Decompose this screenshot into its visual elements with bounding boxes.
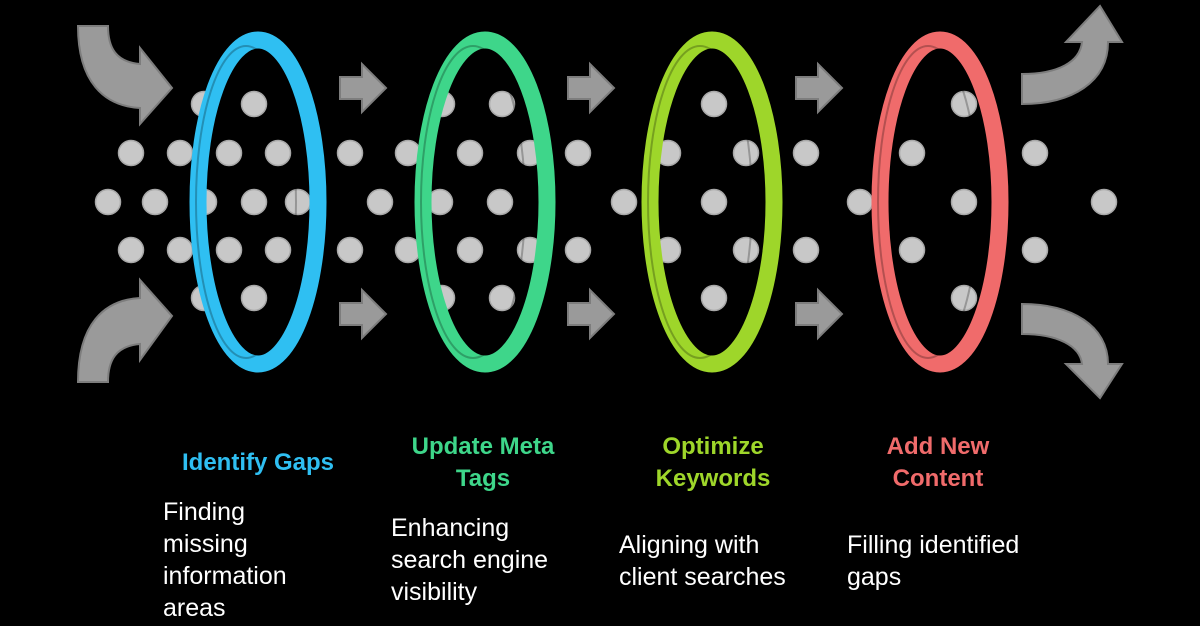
particle-dot (240, 284, 268, 312)
stage-description-update-meta-tags: Enhancing search engine visibility (391, 512, 581, 608)
particle-dot (610, 188, 638, 216)
particle-dot (366, 188, 394, 216)
description-line: gaps (847, 563, 902, 591)
filter-ring-inner-edge (195, 45, 297, 359)
particle-dot (141, 188, 169, 216)
particle-dot (488, 284, 516, 312)
stage-title-identify-gaps: Identify Gaps (153, 447, 363, 479)
description-line: client searches (619, 563, 786, 591)
filter-ring (871, 31, 1009, 373)
stage-description-identify-gaps: Finding missing information areas (163, 496, 338, 624)
curved-arrow-out-down-icon (1021, 302, 1124, 400)
description-line: Enhancing (391, 514, 510, 542)
description-line: Aligning with (619, 531, 760, 559)
particle-dot (898, 139, 926, 167)
right-arrow-icon (795, 61, 844, 115)
stage-description-optimize-keywords: Aligning with client searches (619, 529, 819, 593)
description-line: areas (163, 594, 226, 622)
particle-dot (166, 236, 194, 264)
particle-dot (700, 188, 728, 216)
particle-dot (792, 139, 820, 167)
particle-dot (336, 139, 364, 167)
stage-title-line: Add New (886, 433, 990, 460)
particle-dot (215, 236, 243, 264)
particle-dot (166, 139, 194, 167)
particle-dot (1090, 188, 1118, 216)
description-line: Filling identified (847, 531, 1020, 559)
particle-dot (732, 236, 760, 264)
particle-dot (264, 139, 292, 167)
particle-dot (950, 90, 978, 118)
right-arrow-icon (795, 287, 844, 341)
curved-arrow-in-bottom-icon (76, 277, 174, 383)
description-line: information (163, 562, 287, 590)
filter-ring-inner-edge (647, 45, 753, 359)
particle-dot (1021, 139, 1049, 167)
right-arrow-icon (567, 287, 616, 341)
stage-title-line: Optimize (662, 433, 764, 460)
description-line: Finding (163, 498, 245, 526)
particle-dot (564, 236, 592, 264)
right-arrow-icon (339, 61, 388, 115)
particle-dot (792, 236, 820, 264)
particle-dot (898, 236, 926, 264)
particle-dot (240, 188, 268, 216)
particle-dot (564, 139, 592, 167)
particle-dot (117, 236, 145, 264)
right-arrow-icon (339, 287, 388, 341)
filter-ring (189, 31, 327, 373)
particle-dot (264, 236, 292, 264)
filter-ring (641, 31, 783, 373)
stage-title-line: Keywords (655, 465, 771, 492)
stage-title-line: Content (892, 465, 984, 492)
stage-title-optimize-keywords: Optimize Keywords (608, 431, 818, 495)
particle-dot (950, 188, 978, 216)
particle-dot (117, 139, 145, 167)
description-line: search engine (391, 546, 549, 574)
particle-dot (284, 188, 312, 216)
particle-dot (336, 236, 364, 264)
filter-ring (414, 31, 556, 373)
description-line: missing (163, 530, 248, 558)
particle-dot (950, 284, 978, 312)
particle-dot (456, 139, 484, 167)
stage-title-line: Update Meta (411, 433, 555, 460)
stage-title-line: Tags (455, 465, 511, 492)
curved-arrow-out-up-icon (1021, 4, 1124, 106)
stage-title-line: Identify Gaps (181, 449, 335, 476)
particle-dot (700, 90, 728, 118)
stage-title-update-meta-tags: Update Meta Tags (378, 431, 588, 495)
right-arrow-icon (567, 61, 616, 115)
particle-dot (240, 90, 268, 118)
stage-description-add-new-content: Filling identified gaps (847, 529, 1057, 593)
particle-dot (215, 139, 243, 167)
particle-dot (488, 90, 516, 118)
curved-arrow-in-top-icon (76, 25, 174, 127)
particle-dot (486, 188, 514, 216)
filter-ring-inner-edge (877, 45, 979, 359)
description-line: visibility (391, 578, 478, 606)
particle-dot (456, 236, 484, 264)
stage-title-add-new-content: Add New Content (833, 431, 1043, 495)
filter-ring-inner-edge (420, 45, 526, 359)
particle-dot (1021, 236, 1049, 264)
particle-dot (700, 284, 728, 312)
particle-dot (732, 139, 760, 167)
particle-dot (846, 188, 874, 216)
particle-dot (94, 188, 122, 216)
